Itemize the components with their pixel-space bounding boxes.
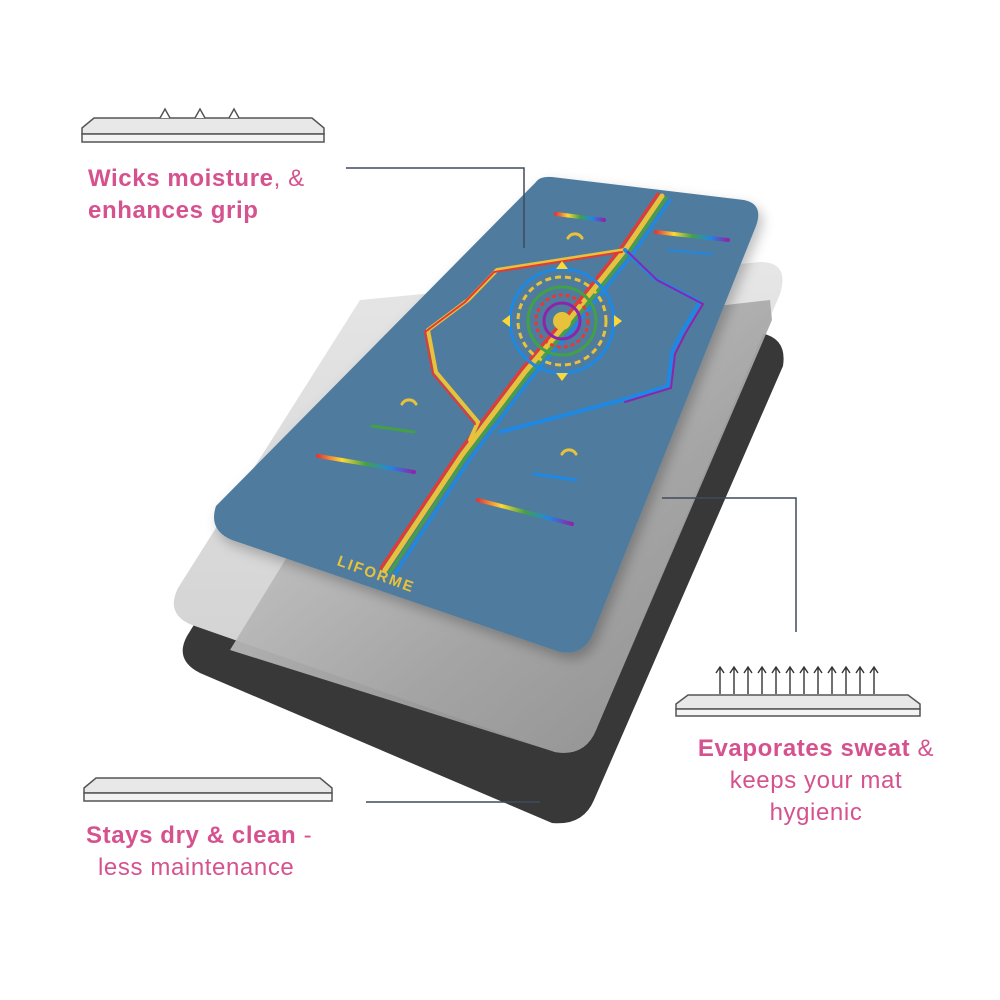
caption-bottom-line2: less maintenance [98, 854, 295, 881]
alignment-lines [316, 192, 730, 576]
caption-wicks-moisture: Wicks moisture, & enhances grip [88, 163, 305, 227]
leader-line-right [662, 497, 797, 632]
caption-stays-dry: Stays dry & clean - less maintenance [86, 820, 312, 884]
evaporation-layer-icon [675, 665, 921, 717]
caption-bottom-rest: - [296, 822, 313, 849]
leader-line-top [346, 167, 525, 248]
caption-top-line2: enhances grip [88, 197, 259, 224]
caption-top-bold: Wicks moisture [88, 165, 274, 192]
caption-right-line2: keeps your mat [729, 767, 903, 794]
caption-right-line3: hygienic [769, 799, 863, 826]
caption-bottom-bold: Stays dry & clean [86, 822, 297, 849]
caption-evaporates-sweat: Evaporates sweat & keeps your mat hygien… [688, 733, 944, 829]
caption-right-rest: & [910, 735, 935, 762]
caption-top-rest: , & [273, 165, 305, 192]
base-layer-icon [83, 777, 333, 802]
grip-layer-icon [81, 107, 325, 143]
mandala-icon [502, 261, 622, 381]
caption-right-bold: Evaporates sweat [697, 735, 911, 762]
